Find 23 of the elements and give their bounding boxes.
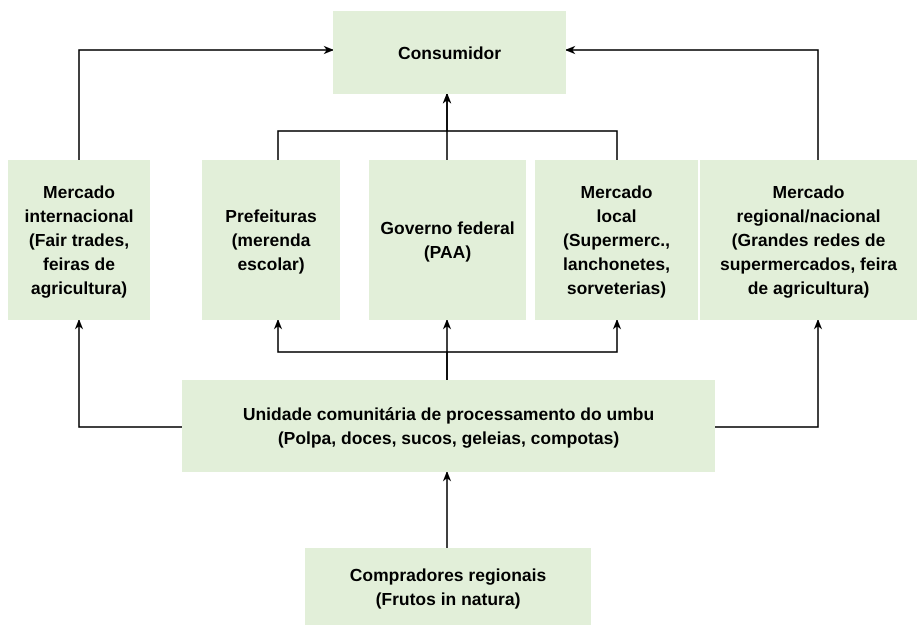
box-label: Consumidor — [398, 42, 502, 64]
process-box — [182, 380, 715, 472]
arrow — [564, 46, 819, 160]
box-label: Mercado internacional (Fair trades, feiras de agricultura) — [24, 181, 134, 300]
process-box — [369, 160, 526, 320]
process-box — [202, 160, 340, 320]
process-box — [535, 160, 698, 320]
box-label: Unidade comunitária de processamento do umbu (Polpa, doces, sucos, geleias, compotas) — [242, 403, 656, 450]
box-label: Prefeituras (merenda escolar) — [224, 205, 318, 276]
arrow — [446, 318, 622, 380]
arrow — [715, 318, 822, 428]
arrow — [74, 318, 182, 428]
box-label: Compradores regionais (Frutos in natura) — [348, 564, 548, 610]
arrow — [442, 470, 452, 548]
box-label: Governo federal (PAA) — [379, 217, 516, 264]
process-box — [305, 548, 591, 625]
arrow — [442, 92, 618, 160]
box-label: Mercado local (Supermerc., lanchonetes, sorveterias) — [562, 181, 671, 300]
process-box — [8, 160, 150, 320]
arrow — [78, 46, 334, 160]
process-box — [700, 160, 917, 320]
process-box — [333, 11, 566, 94]
box-label: Mercado regional/nacional (Grandes redes de supermercados, feira de agricultura) — [718, 181, 898, 300]
